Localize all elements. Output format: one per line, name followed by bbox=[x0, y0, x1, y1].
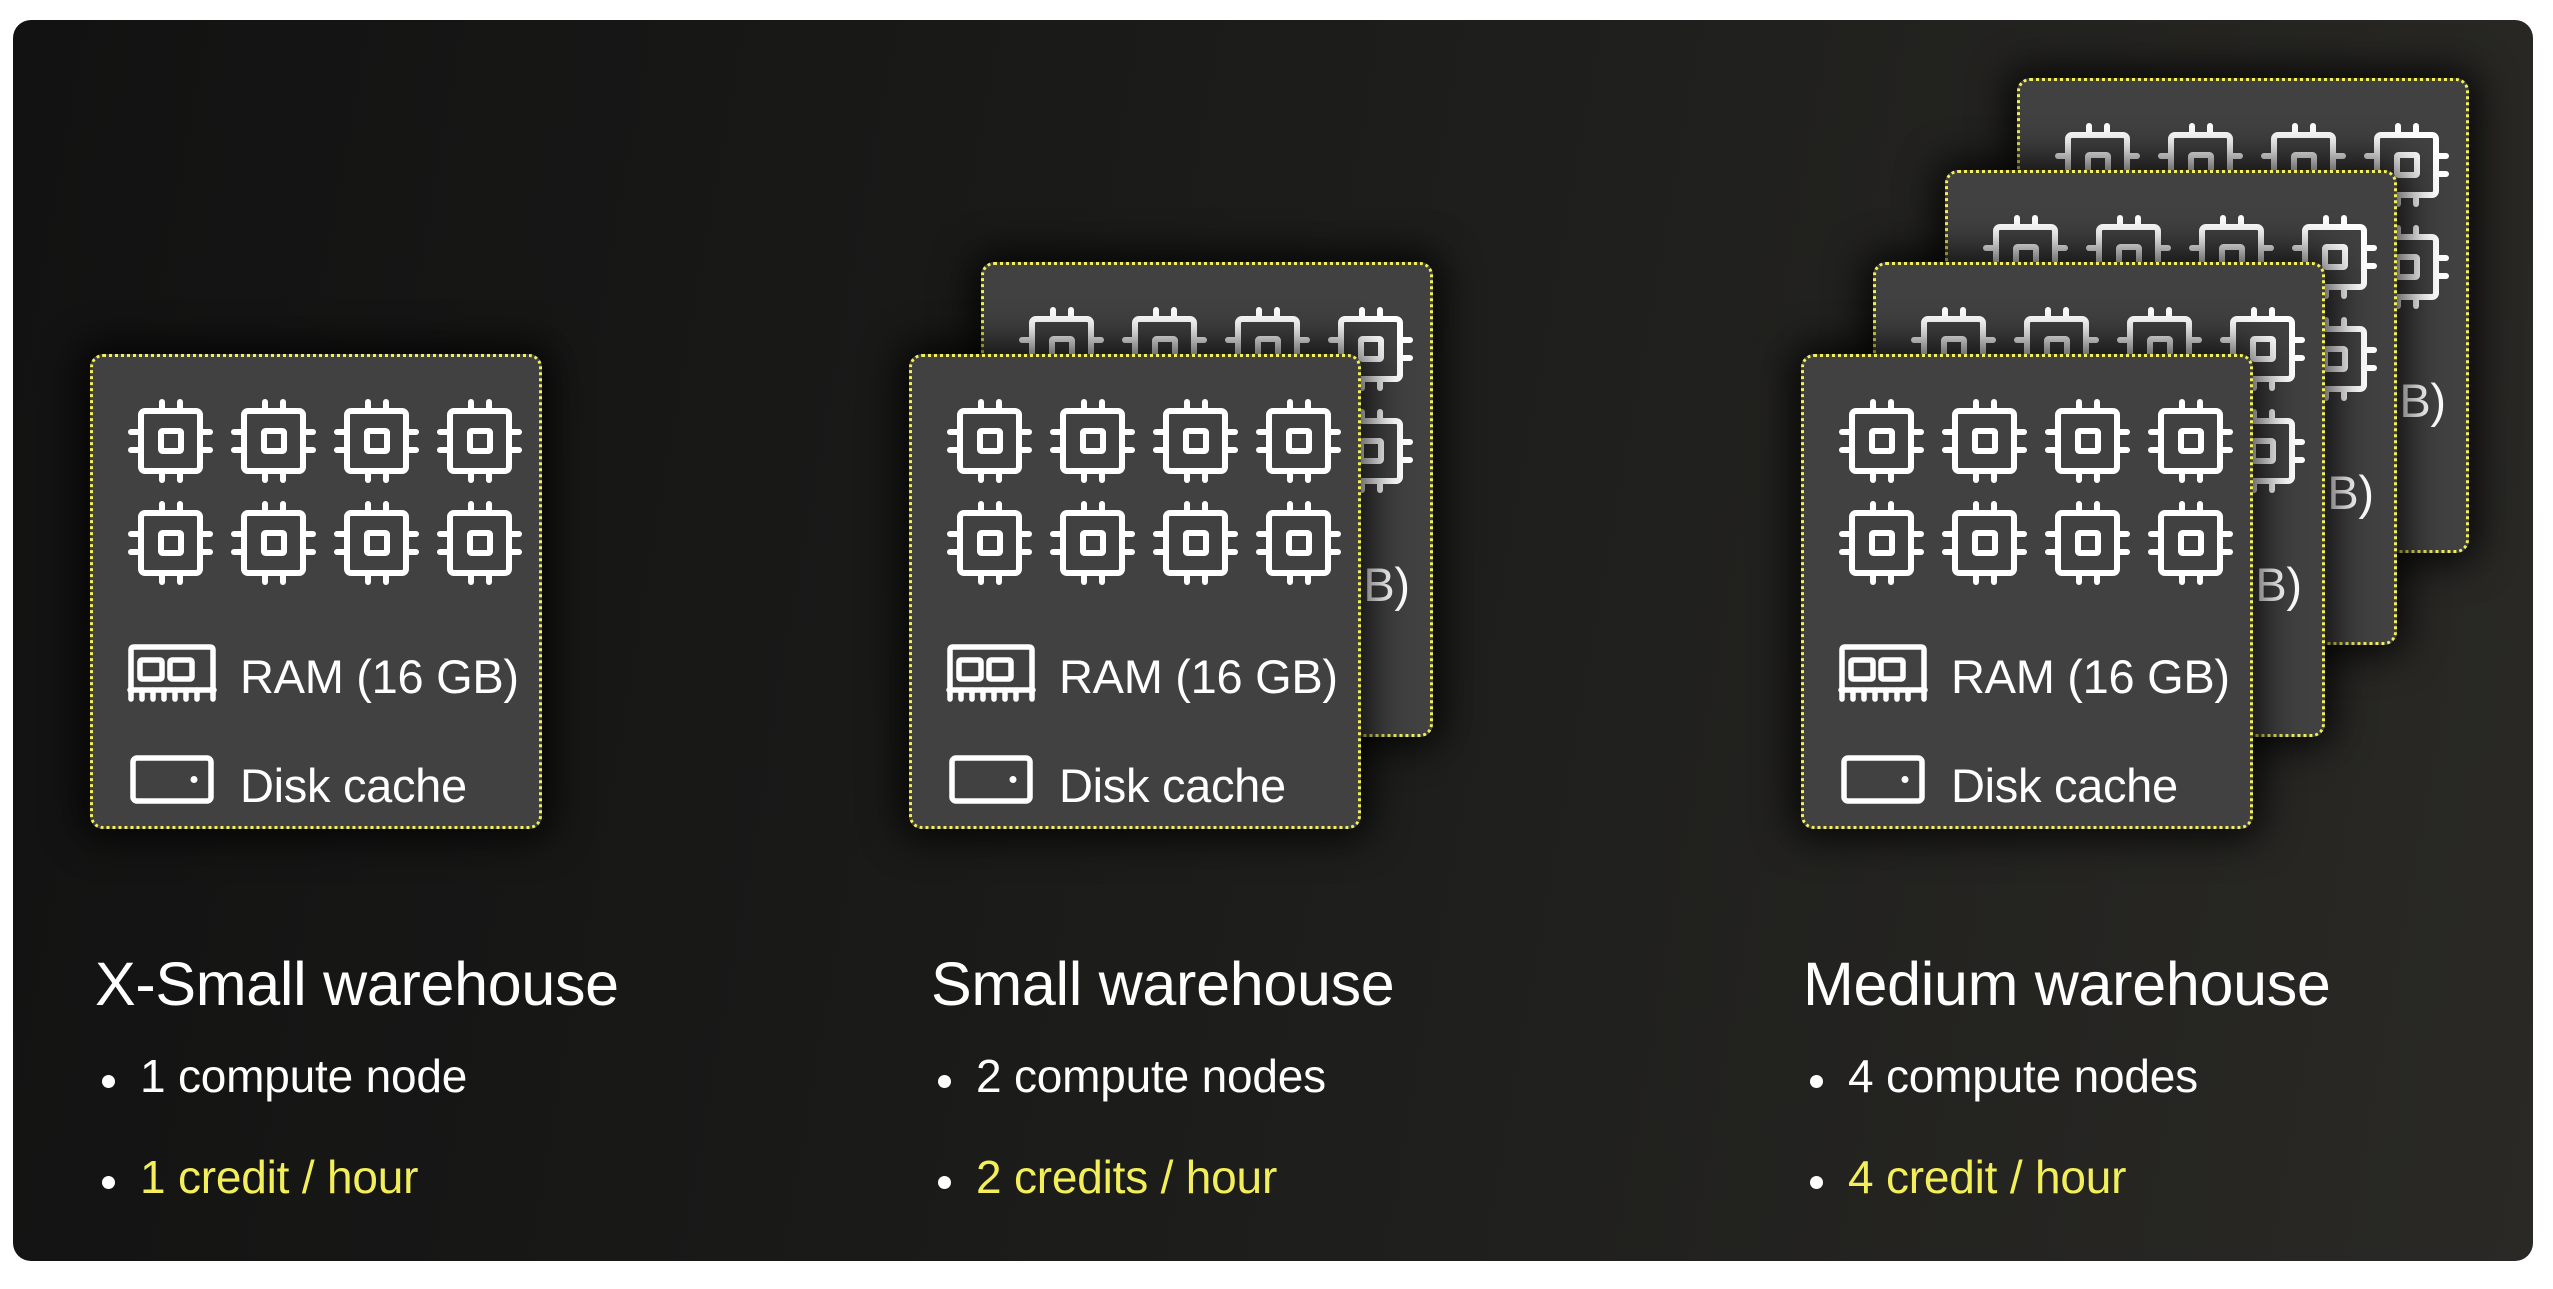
cpu-chip-icon bbox=[1256, 501, 1341, 586]
cpu-chip-icon bbox=[2148, 399, 2233, 484]
warehouse-title: Medium warehouse bbox=[1803, 950, 2331, 1018]
cpu-chip-icon bbox=[437, 399, 522, 484]
disk-cache-label: Disk cache bbox=[1059, 759, 1286, 812]
credits-text: 2 credits / hour bbox=[976, 1151, 1278, 1203]
credits-text: 1 credit / hour bbox=[140, 1151, 419, 1203]
hard-drive-icon bbox=[949, 755, 1033, 804]
cpu-chip-icon bbox=[437, 501, 522, 586]
nodes-text: 2 compute nodes bbox=[976, 1050, 1326, 1102]
nodes-text: 4 compute nodes bbox=[1848, 1050, 2198, 1102]
cpu-chip-icon bbox=[1050, 399, 1135, 484]
cpu-chip-icon bbox=[1153, 399, 1238, 484]
bullet-dot bbox=[102, 1075, 115, 1088]
memory-module-icon bbox=[1838, 644, 1928, 702]
bullet-dot bbox=[1810, 1075, 1823, 1088]
cpu-chip-icon bbox=[1839, 399, 1924, 484]
cpu-chip-icon bbox=[1942, 399, 2027, 484]
cpu-chip-icon bbox=[1153, 501, 1238, 586]
cpu-chip-icon bbox=[334, 399, 419, 484]
cpu-chip-icon bbox=[334, 501, 419, 586]
cpu-chip-icon bbox=[231, 501, 316, 586]
disk-cache-label: Disk cache bbox=[1951, 759, 2178, 812]
memory-module-icon bbox=[127, 644, 217, 702]
memory-module-icon bbox=[946, 644, 1036, 702]
cpu-chip-icon bbox=[1328, 307, 1413, 392]
hard-drive-icon bbox=[1841, 755, 1925, 804]
cpu-chip-icon bbox=[1942, 501, 2027, 586]
ram-label: RAM (16 GB) bbox=[1951, 650, 2230, 703]
ram-label: RAM (16 GB) bbox=[1059, 650, 1338, 703]
cpu-chip-icon bbox=[947, 501, 1032, 586]
cpu-chip-icon bbox=[1256, 399, 1341, 484]
ram-label: RAM (16 GB) bbox=[240, 650, 519, 703]
compute-node-card-1: RAM (16 GB) Disk cache bbox=[909, 354, 1361, 829]
warehouse-sizes-diagram: RAM (16 GB) Disk cache bbox=[13, 20, 2533, 1261]
cpu-chip-icon bbox=[128, 399, 213, 484]
cpu-chip-icon bbox=[2045, 399, 2130, 484]
hard-drive-icon bbox=[130, 755, 214, 804]
cpu-chip-icon bbox=[2364, 123, 2449, 208]
cpu-chip-icon bbox=[128, 501, 213, 586]
cpu-chip-icon bbox=[231, 399, 316, 484]
nodes-text: 1 compute node bbox=[140, 1050, 468, 1102]
cpu-chip-icon bbox=[2045, 501, 2130, 586]
cpu-chip-icon bbox=[1839, 501, 1924, 586]
bullet-dot bbox=[1810, 1176, 1823, 1189]
bullet-dot bbox=[102, 1176, 115, 1189]
bullet-dot bbox=[938, 1075, 951, 1088]
compute-node-card-1: RAM (16 GB) Disk cache bbox=[1801, 354, 2253, 829]
warehouse-title: Small warehouse bbox=[931, 950, 1395, 1018]
bullet-dot bbox=[938, 1176, 951, 1189]
warehouse-title: X-Small warehouse bbox=[95, 950, 619, 1018]
credits-text: 4 credit / hour bbox=[1848, 1151, 2127, 1203]
compute-node-card-1: RAM (16 GB) Disk cache bbox=[90, 354, 542, 829]
disk-cache-label: Disk cache bbox=[240, 759, 467, 812]
cpu-chip-icon bbox=[2148, 501, 2233, 586]
cpu-chip-icon bbox=[947, 399, 1032, 484]
cpu-chip-icon bbox=[1050, 501, 1135, 586]
